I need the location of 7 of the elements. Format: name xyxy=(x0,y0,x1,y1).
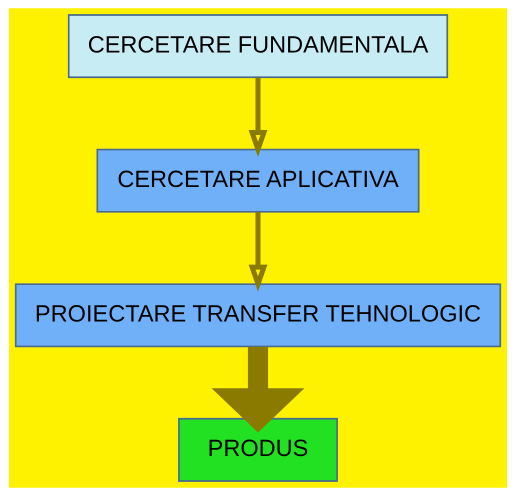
node-box: PROIECTARE TRANSFER TEHNOLOGIC xyxy=(14,283,502,348)
node-box: PRODUS xyxy=(178,418,338,482)
node-box: CERCETARE FUNDAMENTALA xyxy=(68,14,448,78)
node-box: CERCETARE APLICATIVA xyxy=(96,148,420,213)
arrow xyxy=(248,78,268,157)
arrow xyxy=(212,346,304,432)
arrow xyxy=(248,212,268,292)
